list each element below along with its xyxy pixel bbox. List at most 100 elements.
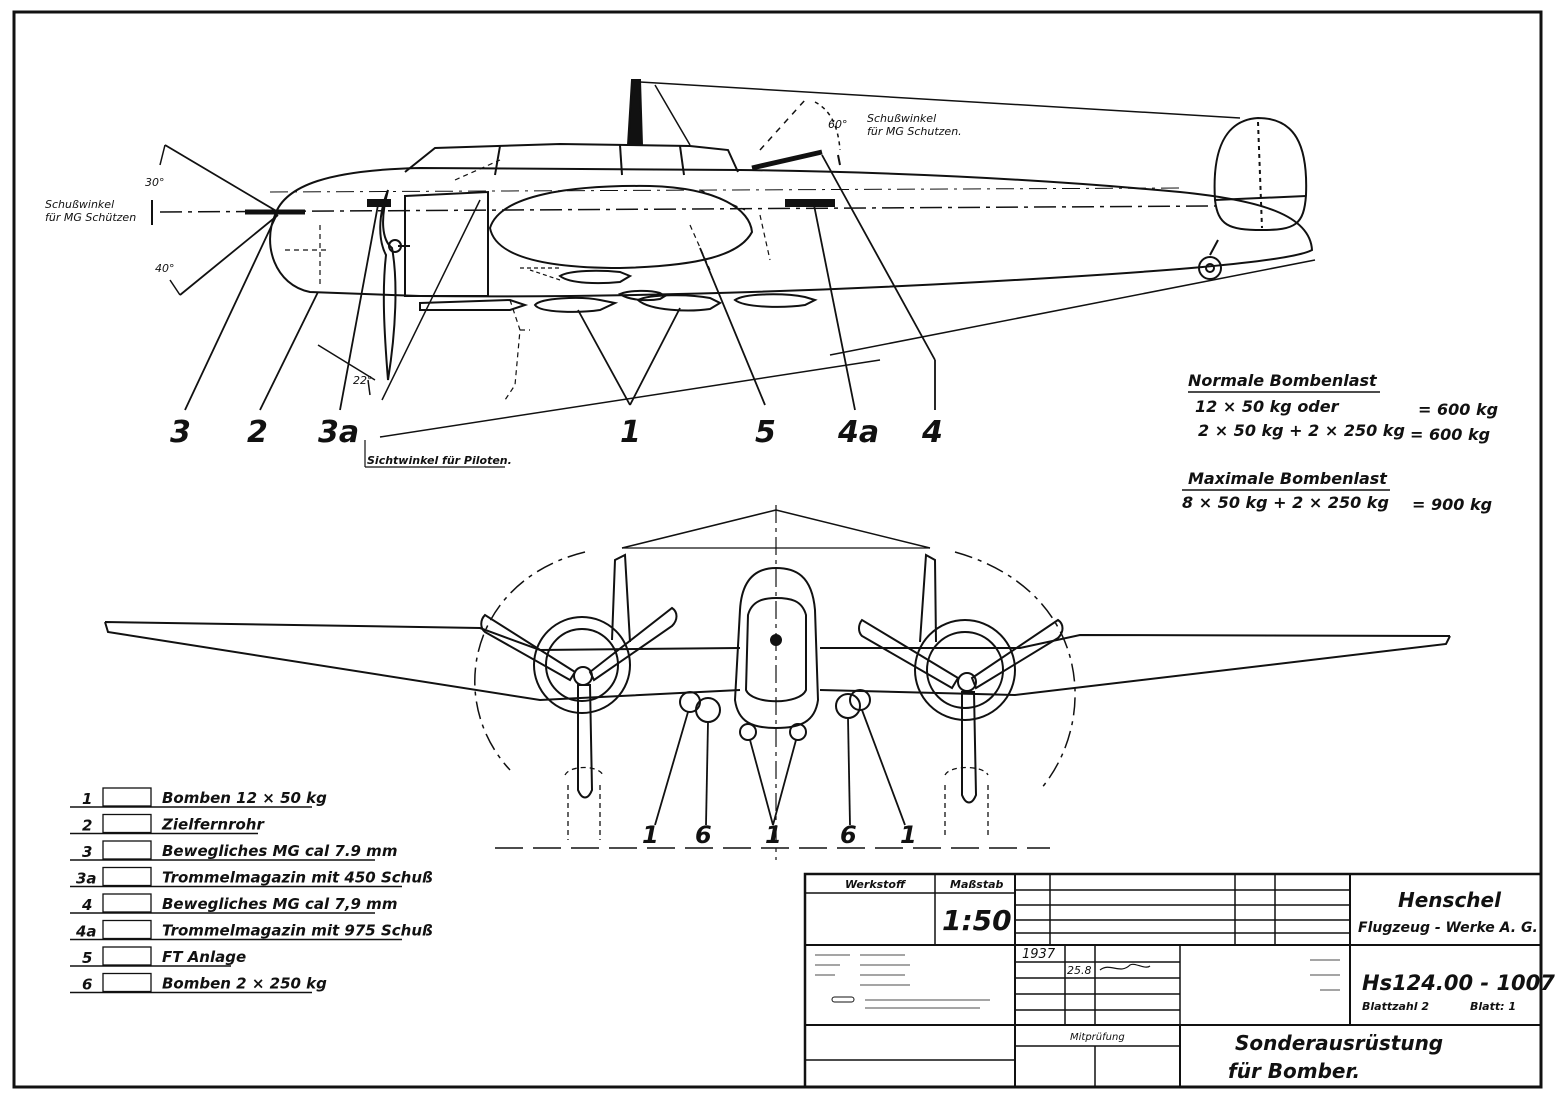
front-view — [104, 505, 1451, 860]
legend-symbol-box — [102, 893, 152, 913]
normal-bomb-load-line2-value: = 600 kg — [1410, 425, 1490, 444]
scale-value: 1:50 — [942, 904, 1012, 937]
front-callout-1: 1 — [765, 821, 782, 849]
front-engine-right — [914, 619, 1016, 721]
callout-3: 3 — [170, 415, 191, 450]
front-propeller-right — [858, 618, 1064, 804]
side-bomb — [636, 294, 723, 312]
leader-3a — [339, 204, 379, 411]
callout-2: 2 — [247, 415, 268, 450]
legend-symbol-box — [102, 946, 152, 966]
side-antenna-mast — [627, 79, 643, 146]
side-canopy — [404, 142, 739, 173]
legend-row: 3a Trommelmagazin mit 450 Schuß — [70, 866, 433, 888]
front-propeller-left — [480, 606, 678, 799]
front-callout-1: 1 — [900, 821, 917, 849]
legend-symbol-box — [102, 787, 152, 807]
front-callouts: 1 6 1 6 1 — [642, 821, 917, 849]
legend-row: 6 Bomben 2 × 250 kg — [70, 972, 327, 994]
legend-symbol-box — [102, 972, 152, 993]
legend-text: Bomben 12 × 50 kg — [162, 789, 327, 807]
legend-symbol-box — [102, 919, 152, 940]
werkstoff-label: Werkstoff — [845, 878, 907, 891]
company-subtitle: Flugzeug - Werke A. G. — [1358, 920, 1538, 936]
front-callout-6: 6 — [840, 821, 857, 849]
leader-1b — [629, 307, 681, 406]
callout-3a: 3a — [318, 415, 359, 450]
angle-22-label: 22° — [353, 374, 373, 387]
side-bomb — [533, 296, 619, 313]
side-engine-nacelle — [488, 184, 754, 270]
normal-bomb-load-line1-value: = 600 kg — [1418, 400, 1498, 419]
drawing-title-line1: Sonderausrüstung — [1235, 1031, 1443, 1055]
legend-number: 3a — [76, 870, 97, 888]
side-callouts: 3 2 3a 1 5 4a 4 — [170, 415, 943, 450]
legend-text: Bomben 2 × 250 kg — [162, 975, 327, 993]
max-bomb-load-line: 8 × 50 kg + 2 × 250 kg — [1182, 493, 1389, 512]
callout-5: 5 — [755, 415, 776, 450]
side-fuselage — [269, 166, 1314, 298]
front-bomb — [849, 689, 871, 711]
side-tail-fin — [1213, 116, 1308, 232]
side-rear-gun — [751, 149, 823, 171]
side-tail-wheel — [1198, 256, 1222, 280]
side-magazine-4a — [785, 199, 835, 207]
callout-4a: 4a — [837, 415, 879, 450]
legend-text: Trommelmagazin mit 450 Schuß — [162, 869, 433, 887]
drawing-year: 1937 — [1022, 947, 1056, 962]
bomb-load-table: Normale Bombenlast 12 × 50 kg oder = 600… — [1182, 371, 1498, 514]
drawing-title-line2: für Bomber. — [1228, 1059, 1360, 1083]
title-block-text: Werkstoff Maßstab 1:50 Henschel Flugzeug… — [845, 878, 1555, 1083]
sheet-count: Blattzahl 2 — [1362, 1000, 1429, 1013]
legend-number: 4 — [81, 896, 92, 914]
angle-60-label: 60° — [828, 118, 848, 131]
front-callout-6: 6 — [695, 821, 712, 849]
legend-text: Bewegliches MG cal 7,9 mm — [162, 895, 397, 913]
legend-number: 1 — [82, 790, 92, 808]
front-bomb — [789, 723, 807, 741]
legend-text: Trommelmagazin mit 975 Schuß — [162, 922, 433, 940]
angle-30-label: 30° — [145, 176, 165, 189]
legend-symbol-box — [102, 866, 152, 887]
leader-5 — [699, 247, 766, 406]
massstab-label: Maßstab — [950, 878, 1004, 891]
legend-number: 6 — [82, 976, 92, 994]
legend-row: 4a Trommelmagazin mit 975 Schuß — [70, 919, 433, 941]
legend-number: 5 — [82, 949, 92, 967]
legend-text: FT Anlage — [162, 948, 246, 966]
legend-row: 4 Bewegliches MG cal 7,9 mm — [70, 893, 397, 914]
side-bomb — [419, 298, 529, 311]
legend-row: 2 Zielfernrohr — [70, 813, 265, 835]
legend-number: 2 — [82, 817, 92, 835]
front-fuselage — [733, 566, 820, 730]
legend-number: 4a — [75, 923, 97, 941]
front-tail-fin-right — [919, 553, 937, 643]
front-wing-left — [104, 621, 741, 702]
callout-4: 4 — [921, 415, 943, 450]
side-propeller — [379, 189, 397, 381]
side-bomb — [733, 293, 818, 308]
drawing-date: 25.8 — [1067, 964, 1092, 977]
legend-row: 5 FT Anlage — [70, 946, 246, 967]
legend-row: 1 Bomben 12 × 50 kg — [70, 787, 327, 808]
leader-3 — [184, 211, 279, 411]
max-bomb-load-value: = 900 kg — [1412, 495, 1492, 514]
legend-symbol-box — [102, 840, 152, 860]
front-engine-left — [533, 616, 631, 714]
angle-40-label: 40° — [155, 262, 175, 275]
legend-text: Bewegliches MG cal 7.9 mm — [162, 842, 397, 860]
leader-1a — [577, 309, 631, 406]
side-view — [151, 79, 1316, 468]
company-name: Henschel — [1398, 888, 1502, 912]
pilot-view-label: Sichtwinkel für Piloten. — [367, 454, 512, 467]
legend-text: Zielfernrohr — [161, 816, 265, 834]
normal-bomb-load-line2: 2 × 50 kg + 2 × 250 kg — [1198, 421, 1405, 440]
front-bomb — [739, 723, 757, 741]
mitpruefung-label: Mitprüfung — [1070, 1032, 1125, 1043]
max-bomb-load-title: Maximale Bombenlast — [1188, 469, 1388, 488]
sheet-number: Blatt: 1 — [1470, 1000, 1516, 1013]
front-tail-fin-left — [611, 553, 631, 643]
